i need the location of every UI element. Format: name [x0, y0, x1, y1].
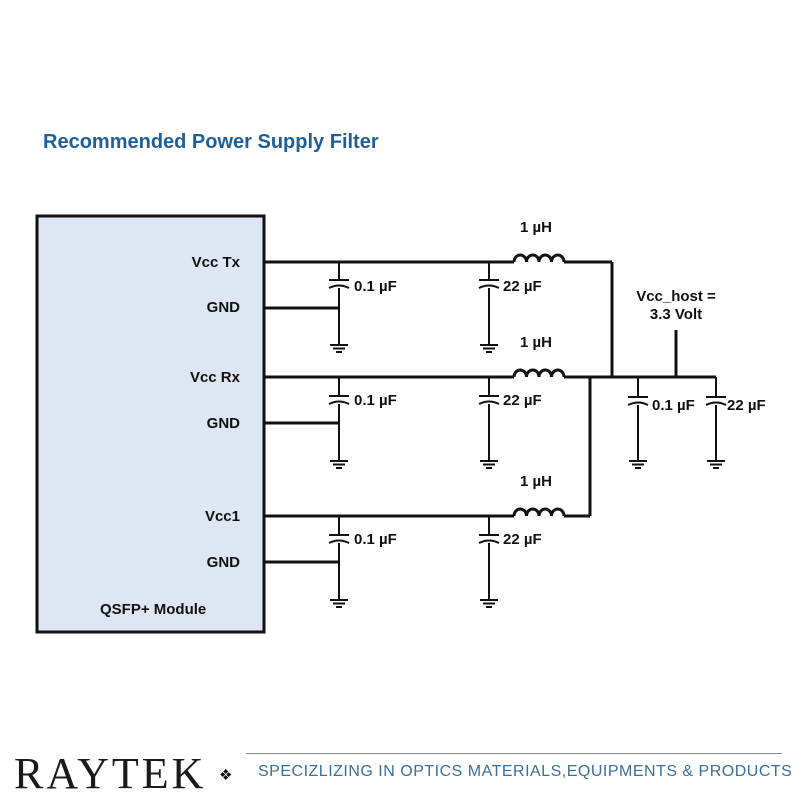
- cap-label-3b: 22 µF: [503, 531, 542, 548]
- diamond-icon: ❖: [219, 767, 233, 784]
- host-cap-label-small: 0.1 µF: [652, 397, 695, 414]
- module-label: QSFP+ Module: [100, 601, 206, 618]
- vcc-host-label: Vcc_host =: [636, 288, 716, 305]
- footer-banner: RAYTEK ❖ SPECIZLIZING IN OPTICS MATERIAL…: [0, 748, 800, 800]
- vcc-host-voltage: 3.3 Volt: [650, 306, 702, 323]
- inductor-label-3: 1 µH: [520, 473, 552, 490]
- pin-gnd-3: GND: [207, 554, 241, 571]
- pin-gnd-2: GND: [207, 415, 241, 432]
- cap-label-2b: 22 µF: [503, 392, 542, 409]
- brand-logo: RAYTEK: [14, 749, 207, 798]
- vcc1-filter: [264, 377, 592, 608]
- pin-vcc-rx: Vcc Rx: [190, 369, 241, 386]
- inductor-label-2: 1 µH: [520, 334, 552, 351]
- cap-label-2a: 0.1 µF: [354, 392, 397, 409]
- pin-gnd-1: GND: [207, 299, 241, 316]
- page-title: Recommended Power Supply Filter: [43, 131, 379, 153]
- footer-tagline: SPECIZLIZING IN OPTICS MATERIALS,EQUIPME…: [258, 763, 793, 780]
- pin-vcc1: Vcc1: [205, 508, 240, 525]
- cap-label-1b: 22 µF: [503, 278, 542, 295]
- footer-divider: [246, 753, 782, 754]
- host-supply: [627, 330, 727, 469]
- vcc-tx-filter: [264, 253, 614, 378]
- cap-label-3a: 0.1 µF: [354, 531, 397, 548]
- vcc-rx-filter: [264, 368, 716, 469]
- cap-label-1a: 0.1 µF: [354, 278, 397, 295]
- inductor-label-1: 1 µH: [520, 219, 552, 236]
- pin-vcc-tx: Vcc Tx: [192, 254, 241, 271]
- host-cap-label-large: 22 µF: [727, 397, 766, 414]
